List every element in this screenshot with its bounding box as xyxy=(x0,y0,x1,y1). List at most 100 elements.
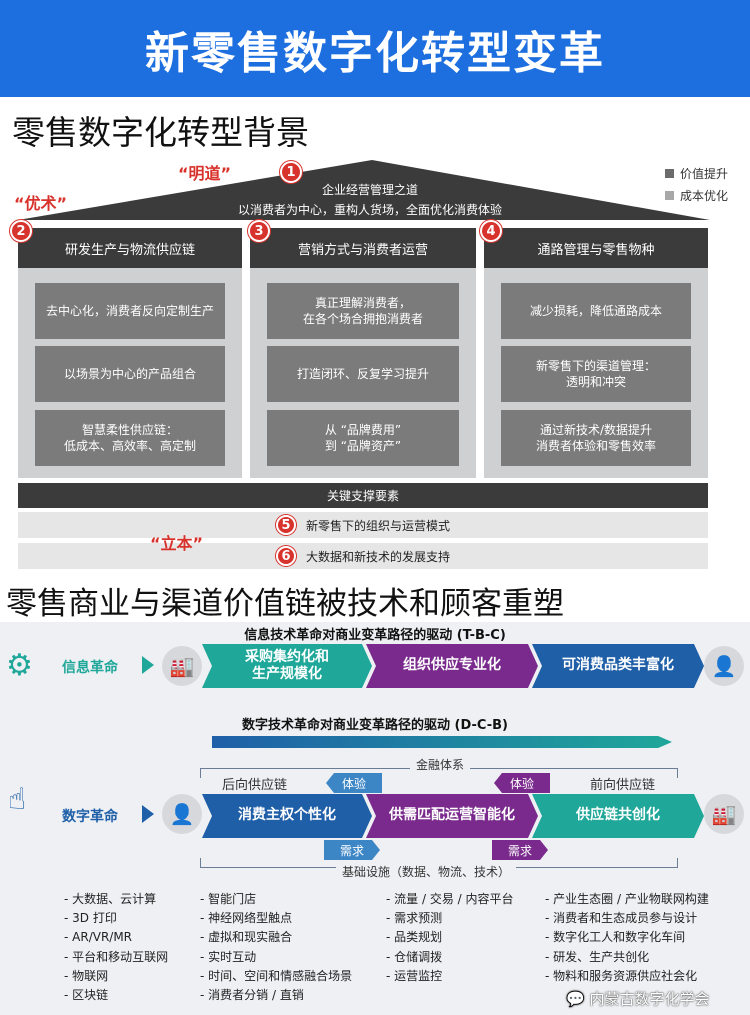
list-item: - 仓储调拨 xyxy=(386,949,443,964)
list-item: - 区块链 xyxy=(64,988,109,1003)
legend: 价值提升 成本优化 xyxy=(665,163,728,207)
list-item: - 数字化工人和数字化车间 xyxy=(545,930,686,945)
column-item: 去中心化，消费者反向定制生产 xyxy=(35,283,225,339)
gears-icon: ⚙ xyxy=(6,648,33,683)
dcb-title: 数字技术革命对商业变革路径的驱动 (D-C-B) xyxy=(242,718,508,733)
demand-tag: 需求 xyxy=(324,840,380,860)
list-item: - 大数据、云计算 xyxy=(64,892,157,906)
dcb-step: 供应链共创化 xyxy=(532,794,704,838)
page-title: 新零售数字化转型变革 xyxy=(145,27,605,79)
tbc-step: 采购集约化和 生产规模化 xyxy=(202,644,372,688)
section-heading: 零售数字化转型背景 xyxy=(12,113,309,152)
list-item: - 运营监控 xyxy=(386,968,443,983)
legend-swatch-icon xyxy=(665,191,674,200)
column-item: 减少损耗，降低通路成本 xyxy=(501,283,691,339)
legend-swatch-icon xyxy=(665,169,674,178)
tech-list: - 大数据、云计算 - 3D 打印 - AR/VR/MR - 平台和移动互联网 - 物联… xyxy=(64,890,168,1005)
step-number: 4 xyxy=(480,220,502,242)
support-row-text: 新零售下的组织与运营模式 xyxy=(305,518,450,533)
infra-label: 基础设施（数据、物流、技术） xyxy=(336,863,517,880)
column-item: 以场景为中心的产品组合 xyxy=(35,346,225,402)
list-item: - 3D 打印 xyxy=(64,911,117,926)
step-number: 3 xyxy=(248,220,270,242)
factory-icon: 🏭 xyxy=(162,646,202,686)
forward-chain-label: 前向供应链 xyxy=(590,778,656,793)
support-row-text: 大数据和新技术的发展支持 xyxy=(305,549,450,564)
roof-title: 企业经营管理之道 xyxy=(321,183,418,197)
list-item: - AR/VR/MR xyxy=(64,930,133,945)
column-body: 真正理解消费者， 在各个场合拥抱消费者 打造闭环、反复学习提升 从 “品牌费用”… xyxy=(250,268,476,478)
list-item: - 产业生态圈 / 产业物联网构建 xyxy=(545,892,709,906)
legend-label: 价值提升 xyxy=(680,167,729,181)
person-icon: 👤 xyxy=(162,794,202,834)
list-item: - 物料和服务资源供应社会化 xyxy=(545,968,698,983)
legend-item: 成本优化 xyxy=(665,185,728,207)
liben-label: “立本” xyxy=(150,534,204,553)
mingdao-label: “明道” xyxy=(178,164,232,183)
value-chain-panel: 信息技术革命对商业变革路径的驱动 (T-B-C) ⚙ 信息革命 🏭 采购集约化和… xyxy=(0,622,750,1015)
digital-revolution-label: 数字革命 xyxy=(62,809,118,825)
column-item: 通过新技术/数据提升 消费者体验和零售效率 xyxy=(501,410,691,466)
list-item: - 研发、生产共创化 xyxy=(545,949,650,964)
touch-icon: ☝ xyxy=(8,782,27,817)
support-bar: 关键支撑要素 xyxy=(18,483,708,508)
tech-list: - 智能门店 - 神经网络型触点 - 虚拟和现实融合 - 实时互动 - 时间、空间和情感… xyxy=(200,890,352,1005)
roof-subtitle: 以消费者为中心，重构人货场，全面优化消费体验 xyxy=(237,203,502,217)
demand-tag: 需求 xyxy=(492,840,548,860)
list-item: - 虚拟和现实融合 xyxy=(200,930,293,945)
column-body: 去中心化，消费者反向定制生产 以场景为中心的产品组合 智慧柔性供应链： 低成本、… xyxy=(18,268,242,478)
legend-item: 价值提升 xyxy=(665,163,728,185)
list-item: - 流量 / 交易 / 内容平台 xyxy=(386,892,514,906)
column-item: 打造闭环、反复学习提升 xyxy=(267,346,459,402)
column-body: 减少损耗，降低通路成本 新零售下的渠道管理： 透明和冲突 通过新技术/数据提升 … xyxy=(484,268,708,478)
list-item: - 平台和移动互联网 xyxy=(64,949,169,964)
tbc-step: 可消费品类丰富化 xyxy=(532,644,704,688)
column-item: 真正理解消费者， 在各个场合拥抱消费者 xyxy=(267,283,459,339)
column-header: 通路管理与零售物种 xyxy=(484,228,708,268)
column-header: 营销方式与消费者运营 xyxy=(250,228,476,268)
legend-label: 成本优化 xyxy=(680,189,729,203)
step-number: 1 xyxy=(280,161,302,183)
dcb-arrow xyxy=(212,736,672,748)
list-item: - 需求预测 xyxy=(386,911,443,926)
section-heading: 零售商业与渠道价值链被技术和顾客重塑 xyxy=(6,586,564,622)
column-item: 新零售下的渠道管理： 透明和冲突 xyxy=(501,346,691,402)
tbc-step: 组织供应专业化 xyxy=(366,644,538,688)
info-revolution-label: 信息革命 xyxy=(62,660,118,676)
dcb-step: 供需匹配运营智能化 xyxy=(366,794,538,838)
list-item: - 物联网 xyxy=(64,968,109,983)
roof-shape xyxy=(18,160,710,220)
watermark: 💬 内蒙古数字化学会 xyxy=(566,990,709,1008)
column-header: 研发生产与物流供应链 xyxy=(18,228,242,268)
step-number: 6 xyxy=(275,546,296,566)
wechat-icon: 💬 xyxy=(566,990,585,1008)
list-item: - 品类规划 xyxy=(386,930,443,945)
arrow-icon xyxy=(142,805,154,823)
tech-list: - 产业生态圈 / 产业物联网构建 - 消费者和生态成员参与设计 - 数字化工人和数… xyxy=(545,890,709,986)
title-banner: 新零售数字化转型变革 xyxy=(0,0,750,97)
list-item: - 智能门店 xyxy=(200,892,257,906)
list-item: - 时间、空间和情感融合场景 xyxy=(200,968,353,983)
support-row: 6 大数据和新技术的发展支持 xyxy=(18,543,708,569)
backward-chain-label: 后向供应链 xyxy=(222,778,288,793)
list-item: - 神经网络型触点 xyxy=(200,911,293,926)
experience-tag: 体验 xyxy=(494,773,550,793)
person-icon: 👤 xyxy=(704,646,744,686)
column-item: 智慧柔性供应链： 低成本、高效率、高定制 xyxy=(35,410,225,466)
column-item: 从 “品牌费用” 到 “品牌资产” xyxy=(267,410,459,466)
list-item: - 实时互动 xyxy=(200,949,257,964)
tech-list: - 流量 / 交易 / 内容平台 - 需求预测 - 品类规划 - 仓储调拨 - 运营监控 xyxy=(386,890,514,986)
list-item: - 消费者分销 / 直销 xyxy=(200,988,304,1003)
factory-icon: 🏭 xyxy=(704,794,744,834)
roof-text: 企业经营管理之道 以消费者为中心，重构人货场，全面优化消费体验 xyxy=(220,180,520,220)
step-number: 2 xyxy=(10,220,32,242)
support-row: 5 新零售下的组织与运营模式 xyxy=(18,512,708,538)
watermark-text: 内蒙古数字化学会 xyxy=(589,990,710,1008)
finance-label: 金融体系 xyxy=(410,756,471,773)
experience-tag: 体验 xyxy=(326,773,382,793)
list-item: - 消费者和生态成员参与设计 xyxy=(545,911,698,926)
arrow-icon xyxy=(142,656,154,674)
youshu-label: “优术” xyxy=(14,194,68,213)
tbc-title: 信息技术革命对商业变革路径的驱动 (T-B-C) xyxy=(244,628,506,643)
step-number: 5 xyxy=(275,515,296,535)
